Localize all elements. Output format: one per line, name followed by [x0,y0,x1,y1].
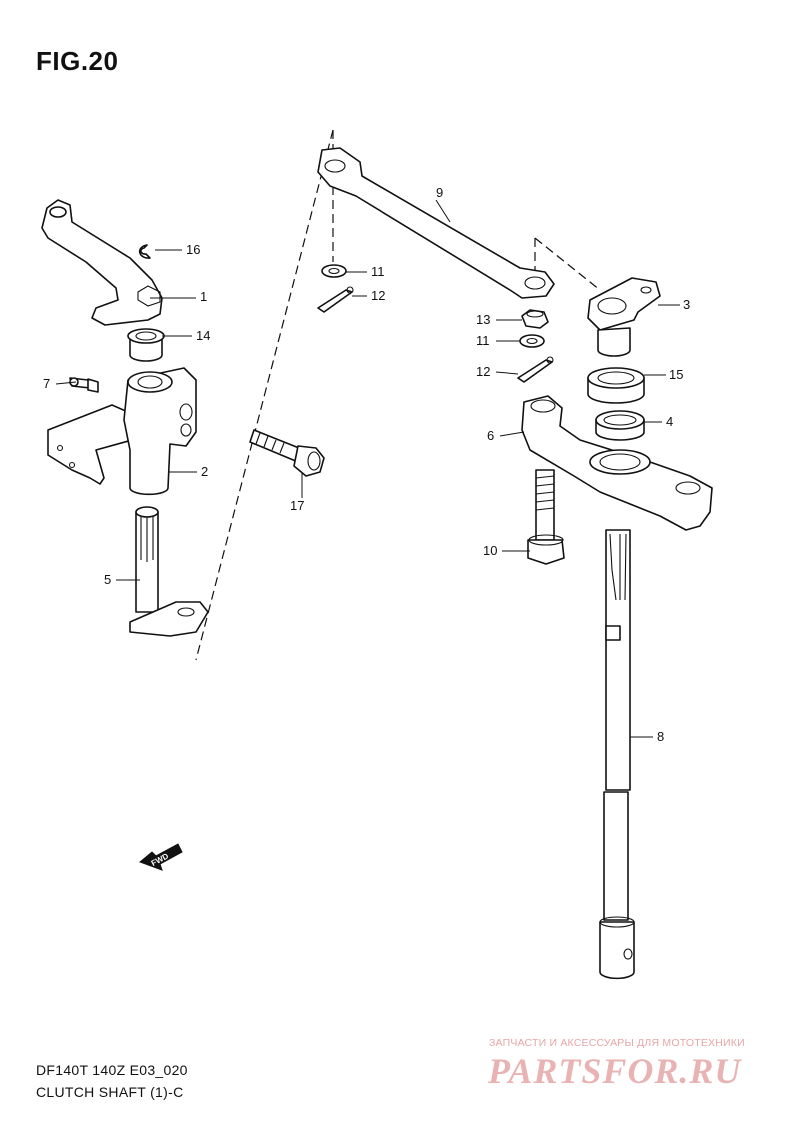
callout-16: 16 [186,242,200,257]
part-16-e-clip[interactable] [138,244,151,259]
part-6-bracket[interactable] [521,395,713,531]
callout-10: 10 [483,543,497,558]
part-10-bolt[interactable] [527,469,565,565]
callout-14: 14 [196,328,210,343]
callout-15: 15 [669,367,683,382]
callout-11: 11 [476,333,490,348]
callout-13: 13 [476,312,490,327]
callout-17: 17 [290,498,304,513]
callout-8: 8 [657,729,664,744]
callout-12: 12 [476,364,490,379]
leader-lines [55,199,680,738]
part-12-cotter-pin-lower[interactable] [517,356,554,383]
part-8-clutch-rod[interactable] [599,529,635,980]
watermark-logo: PARTSFOR.RU [488,1051,742,1091]
part-5-shaft[interactable] [129,506,209,637]
part-13-nut[interactable] [521,309,549,329]
callout-9: 9 [436,185,443,200]
part-11-washer-lower[interactable] [519,334,545,348]
watermark-tagline: ЗАПЧАСТИ И АКСЕССУАРЫ ДЛЯ МОТОТЕХНИКИ [489,1037,745,1049]
callout-4: 4 [666,414,673,429]
part-3-lever[interactable] [587,277,661,357]
fwd-arrow-icon: FWD [139,843,183,871]
part-7-grease-nipple[interactable] [69,377,99,393]
part-1-shift-lever[interactable] [41,199,163,326]
part-9-link-rod[interactable] [317,147,555,299]
part-11-washer-upper[interactable] [321,264,347,278]
callout-2: 2 [201,464,208,479]
callout-5: 5 [104,572,111,587]
callout-11: 11 [371,264,385,279]
part-17-bolt[interactable] [249,429,325,477]
part-2-housing[interactable] [47,367,197,496]
callout-1: 1 [200,289,207,304]
part-14-bushing[interactable] [127,328,165,362]
part-15-bushing[interactable] [587,367,645,404]
callout-12: 12 [371,288,385,303]
part-4-ring[interactable] [595,410,645,441]
model-code: DF140T 140Z E03_020 [36,1062,188,1078]
callout-6: 6 [487,428,494,443]
callout-7: 7 [43,376,50,391]
part-12-cotter-pin-upper[interactable] [317,286,354,313]
figure-title: FIG.20 [36,46,119,76]
diagram-caption: CLUTCH SHAFT (1)-C [36,1084,184,1100]
callout-3: 3 [683,297,690,312]
